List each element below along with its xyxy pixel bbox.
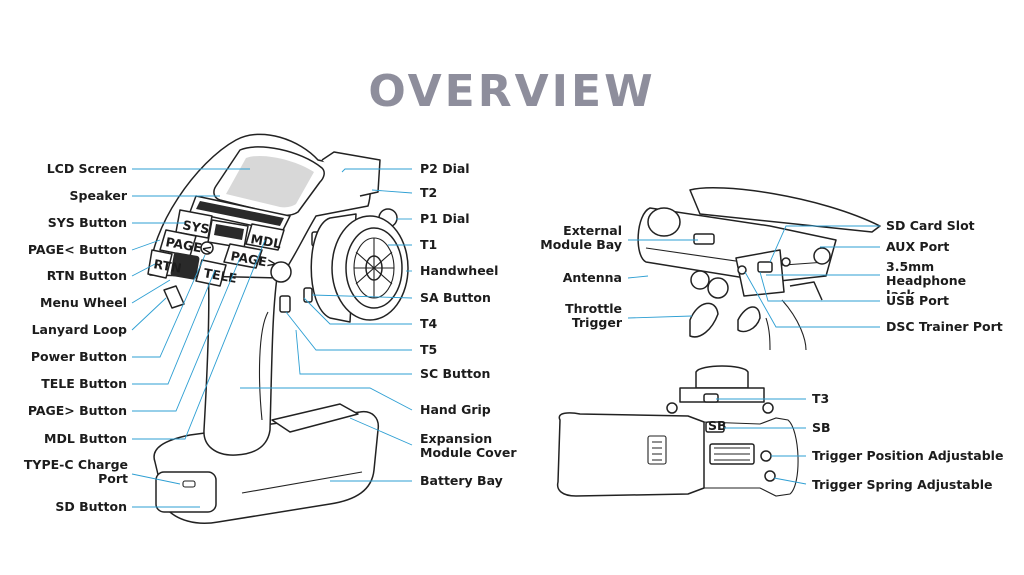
label-sys-button: SYS Button [48,215,127,230]
label-dsc-trainer-port: DSC Trainer Port [886,319,1003,334]
labels-top-view: External Module Bay Antenna Throttle Tri… [540,218,1003,334]
labels-left: LCD Screen Speaker SYS Button PAGE< Butt… [23,161,128,514]
sys-key-label: SYS [181,217,210,236]
label-t4: T4 [420,316,438,331]
page-title: OVERVIEW [368,66,656,117]
label-expansion-module-cover: Expansion Module Cover [420,432,517,460]
label-p1-dial: P1 Dial [420,211,470,226]
label-sc-button: SC Button [420,366,490,381]
label-throttle-trigger: Throttle Trigger [565,302,622,330]
label-lcd-screen: LCD Screen [47,161,127,176]
label-page-left-button: PAGE< Button [28,242,127,257]
label-trigger-position-adjustable: Trigger Position Adjustable [812,448,1003,463]
rtn-key-label: RTN [152,256,182,276]
label-rtn-button: RTN Button [47,268,127,283]
labels-right: P2 Dial T2 P1 Dial T1 Handwheel SA Butto… [420,161,517,488]
top-view-illustration [637,187,881,351]
label-trigger-spring-adjustable: Trigger Spring Adjustable [812,477,992,492]
label-sb: SB [812,420,831,435]
label-handwheel: Handwheel [420,263,498,278]
label-battery-bay: Battery Bay [420,473,503,488]
label-t2: T2 [420,185,437,200]
tele-key-label: TELE [202,265,238,286]
label-usb-port: USB Port [886,293,949,308]
label-lanyard-loop: Lanyard Loop [32,322,127,337]
labels-bottom-view: T3 SB Trigger Position Adjustable Trigge… [812,391,1003,492]
label-t3: T3 [812,391,829,406]
label-headphone-jack: 3.5mm Headphone Jack [886,260,967,294]
bottom-view-illustration: SB [556,365,799,497]
leaders-right [240,168,413,482]
label-t5: T5 [420,342,437,357]
leaders-bottom-view [716,398,807,485]
label-power-button: Power Button [31,349,127,364]
label-mdl-button: MDL Button [44,431,127,446]
label-speaker: Speaker [70,188,128,203]
label-sd-card-slot: SD Card Slot [886,218,975,233]
label-p2-dial: P2 Dial [420,161,470,176]
label-aux-port: AUX Port [886,239,949,254]
label-hand-grip: Hand Grip [420,402,491,417]
mdl-key-label: MDL [249,231,282,251]
label-external-module-bay: External Module Bay [540,224,622,252]
transmitter-illustration: SYS MDL PAGE< PAGE> RTN TELE [147,133,409,524]
label-t1: T1 [420,237,437,252]
label-sd-button: SD Button [55,499,127,514]
label-page-right-button: PAGE> Button [28,403,127,418]
label-antenna: Antenna [563,270,622,285]
label-sa-button: SA Button [420,290,491,305]
label-menu-wheel: Menu Wheel [40,295,127,310]
sb-switch-label: SB [708,418,727,433]
label-tele-button: TELE Button [41,376,127,391]
leaders-left [131,168,266,508]
label-type-c-charge-port: TYPE-C Charge Port [23,458,128,486]
leaders-top-view [627,225,880,328]
